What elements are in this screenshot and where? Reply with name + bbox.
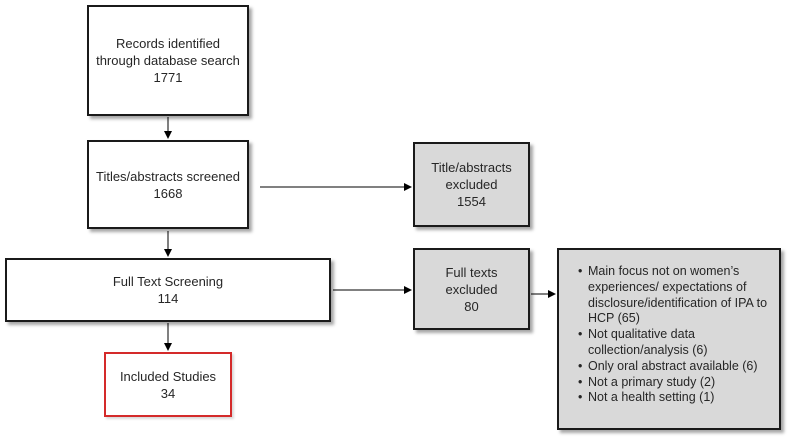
titles-excluded-box: Title/abstracts excluded 1554 (413, 142, 530, 227)
included-studies-box: Included Studies 34 (104, 352, 232, 417)
reason-item: • Only oral abstract available (6) (578, 359, 767, 375)
titles-screened-box: Titles/abstracts screened 1668 (87, 140, 249, 229)
titles-excluded-line2: excluded (445, 177, 498, 192)
fulltexts-excluded-box: Full texts excluded 80 (413, 248, 530, 330)
fulltext-count: 114 (157, 291, 179, 306)
reason-text: Only oral abstract available (6) (588, 358, 758, 373)
records-identified-box: Records identified through database sear… (87, 5, 249, 116)
reason-text: Not a primary study (2) (588, 374, 716, 389)
included-label: Included Studies (119, 368, 217, 384)
reason-item: • Not qualitative data collection/analysi… (578, 327, 767, 359)
fulltexts-excluded-count: 80 (464, 298, 479, 314)
bullet-icon: • (578, 358, 583, 373)
fulltext-label: Full Text Screening (112, 274, 224, 289)
reason-item: • Not a primary study (2) (578, 375, 767, 391)
full-text-screening-box: Full Text Screening 114 (5, 258, 331, 322)
reason-item: • Main focus not on women’s experiences/ … (578, 264, 767, 327)
bullet-icon: • (578, 327, 583, 342)
fulltexts-excluded-line2: excluded (445, 281, 498, 297)
bullet-icon: • (578, 390, 583, 405)
reason-text: Main focus not on women’s experiences/ e… (588, 264, 768, 326)
bullet-icon: • (578, 374, 583, 389)
exclusion-reasons-list: • Main focus not on women’s experiences/ … (578, 264, 767, 406)
exclusion-reasons-box: • Main focus not on women’s experiences/ … (557, 248, 781, 430)
titles-excluded-count: 1554 (457, 194, 486, 209)
reason-item: • Not a health setting (1) (578, 390, 767, 406)
included-count: 34 (160, 385, 176, 401)
screened-label: Titles/abstracts screened (95, 168, 241, 184)
records-label-line1: Records identified (115, 36, 221, 51)
reason-text: Not a health setting (1) (588, 390, 715, 405)
records-label-line2: through database search (96, 53, 240, 68)
records-count: 1771 (153, 70, 183, 85)
fulltexts-excluded-line1: Full texts (445, 264, 498, 280)
bullet-icon: • (578, 264, 583, 278)
reason-text: Not qualitative data collection/analysis… (588, 327, 708, 357)
screened-count: 1668 (153, 185, 183, 201)
titles-excluded-line1: Title/abstracts (431, 160, 512, 175)
